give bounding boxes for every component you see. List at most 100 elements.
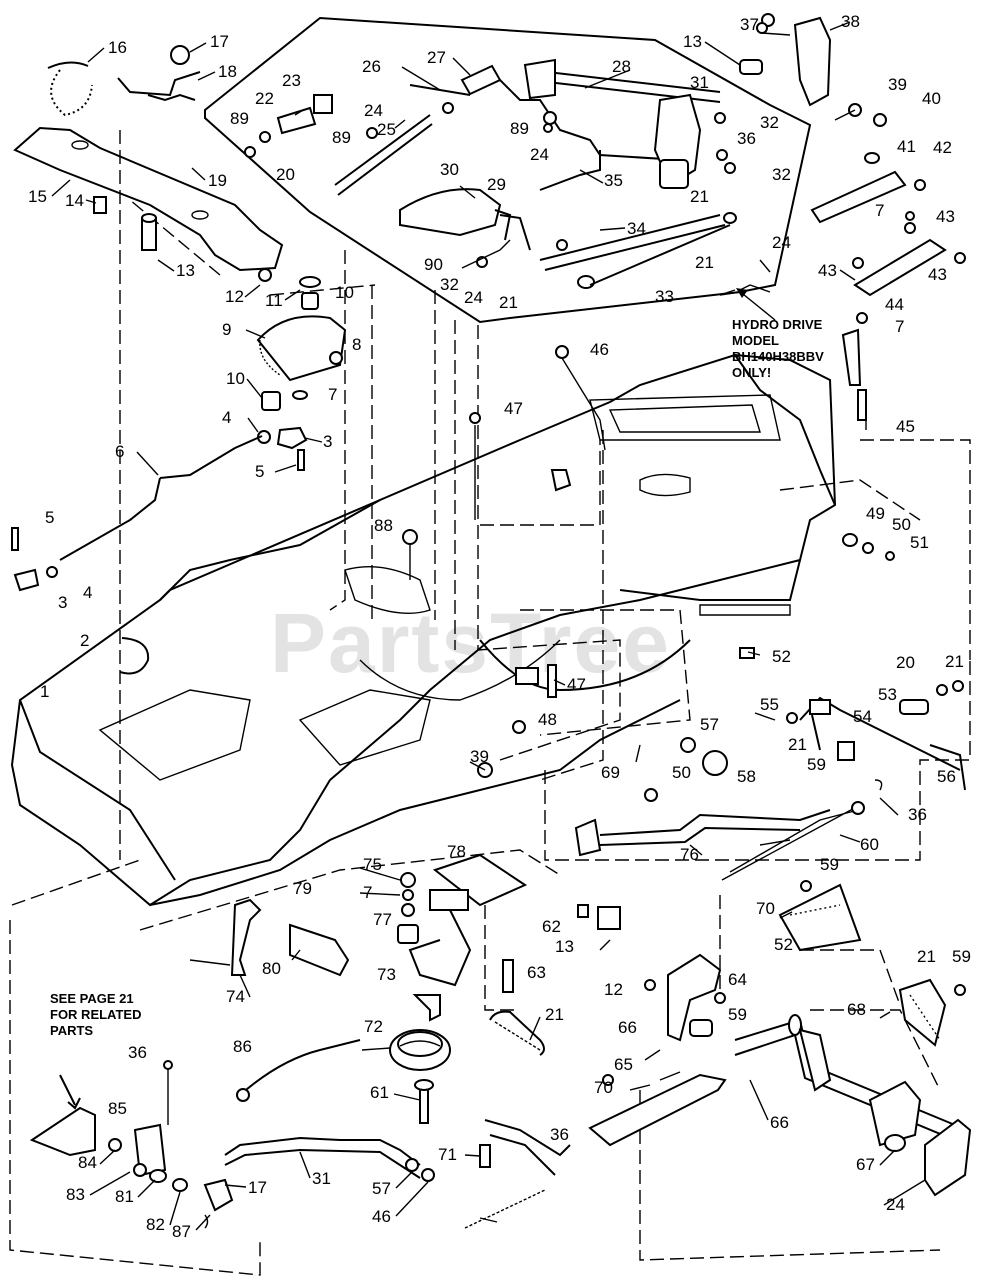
callout-label: 32 (440, 275, 459, 294)
callout-label: 27 (427, 48, 446, 67)
callout-label: 3 (58, 593, 67, 612)
callout-label: 29 (487, 175, 506, 194)
callout-label: 14 (65, 191, 84, 210)
callout-label: 12 (604, 980, 623, 999)
bottom-left-parts (29, 1039, 571, 1229)
note-line: FOR RELATED (50, 1007, 141, 1022)
callout-label: 32 (772, 165, 791, 184)
callout-label: 24 (530, 145, 549, 164)
callout-label: 37 (740, 15, 759, 34)
callout-label: 72 (364, 1017, 383, 1036)
note-line: HYDRO DRIVE (732, 317, 823, 332)
callout-label: 44 (885, 295, 904, 314)
callout-label: 2 (80, 631, 89, 650)
callout-label: 48 (538, 710, 557, 729)
callout-label: 64 (728, 970, 747, 989)
callout-label: 59 (728, 1005, 747, 1024)
callout-label: 68 (847, 1000, 866, 1019)
callout-label: 63 (527, 963, 546, 982)
callout-label: 66 (618, 1018, 637, 1037)
callout-label: 24 (364, 101, 383, 120)
top-right-linkage (739, 13, 966, 421)
callout-label: 36 (908, 805, 927, 824)
callout-label: 82 (146, 1215, 165, 1234)
callout-label: 87 (172, 1222, 191, 1241)
callout-label: 3 (323, 432, 332, 451)
callout-label: 11 (265, 291, 283, 310)
callout-label: 35 (604, 171, 623, 190)
callout-label: 67 (856, 1155, 875, 1174)
callout-label: 36 (737, 129, 756, 148)
callout-label: 47 (567, 675, 586, 694)
callout-label: 17 (210, 32, 229, 51)
main-frame (10, 353, 837, 907)
callout-label: 45 (896, 417, 915, 436)
callout-label: 70 (594, 1078, 613, 1097)
callout-label: 80 (262, 959, 281, 978)
callout-label: 83 (66, 1185, 85, 1204)
leader-lines (51, 21, 926, 1231)
callout-label: 59 (820, 855, 839, 874)
top-left-parts (11, 45, 347, 675)
hydro-drive-note: HYDRO DRIVE MODEL BH140H38BBV ONLY! (732, 317, 824, 380)
callout-label: 71 (438, 1145, 457, 1164)
callout-label: 36 (550, 1125, 569, 1144)
callout-label: 84 (78, 1153, 97, 1172)
callout-label: 75 (363, 855, 382, 874)
callout-label: 55 (760, 695, 779, 714)
callout-label: 31 (312, 1169, 331, 1188)
callout-label: 41 (897, 137, 916, 156)
callout-label: 39 (470, 747, 489, 766)
callout-label: 77 (373, 910, 392, 929)
callout-label: 40 (922, 89, 941, 108)
see-page-note: SEE PAGE 21 FOR RELATED PARTS (50, 991, 141, 1038)
callout-label: 39 (888, 75, 907, 94)
callout-label: 57 (372, 1179, 391, 1198)
callout-label: 65 (614, 1055, 633, 1074)
callout-label: 46 (590, 340, 609, 359)
callout-label: 32 (760, 113, 779, 132)
callout-label: 23 (282, 71, 301, 90)
note-line: ONLY! (732, 365, 771, 380)
center-parts (402, 345, 966, 881)
callout-label: 66 (770, 1113, 789, 1132)
hydro-drive-parts (244, 58, 737, 289)
callout-label: 52 (774, 935, 793, 954)
callout-label: 16 (108, 38, 127, 57)
callout-label: 20 (896, 653, 915, 672)
callout-label: 42 (933, 138, 952, 157)
callout-label: 6 (115, 442, 124, 461)
callout-label: 61 (370, 1083, 389, 1102)
reference-lines (9, 130, 971, 1276)
note-line: SEE PAGE 21 (50, 991, 134, 1006)
callout-label: 33 (655, 287, 674, 306)
callout-label: 57 (700, 715, 719, 734)
callout-label: 43 (936, 207, 955, 226)
callout-label: 4 (83, 583, 92, 602)
callout-label: 49 (866, 504, 885, 523)
callout-label: 5 (45, 508, 54, 527)
callout-label: 36 (128, 1043, 147, 1062)
callout-label: 31 (690, 73, 709, 92)
callout-label: 54 (853, 707, 872, 726)
callout-label: 60 (860, 835, 879, 854)
callout-label: 15 (28, 187, 47, 206)
callout-label: 24 (886, 1195, 905, 1214)
callout-label: 9 (222, 320, 231, 339)
callout-label: 7 (363, 883, 372, 902)
callout-label: 78 (447, 842, 466, 861)
callout-label: 21 (499, 293, 518, 312)
callout-label: 21 (545, 1005, 564, 1024)
callout-label: 5 (255, 462, 264, 481)
callout-label: 50 (672, 763, 691, 782)
hydro-drive-boundary (204, 16, 812, 324)
callout-label: 46 (372, 1207, 391, 1226)
callout-label: 58 (737, 767, 756, 786)
callout-label: 13 (555, 937, 574, 956)
callout-label: 7 (895, 317, 904, 336)
callout-label: 47 (504, 399, 523, 418)
callout-label: 73 (377, 965, 396, 984)
callout-label: 56 (937, 767, 956, 786)
note-line: BH140H38BBV (732, 349, 824, 364)
